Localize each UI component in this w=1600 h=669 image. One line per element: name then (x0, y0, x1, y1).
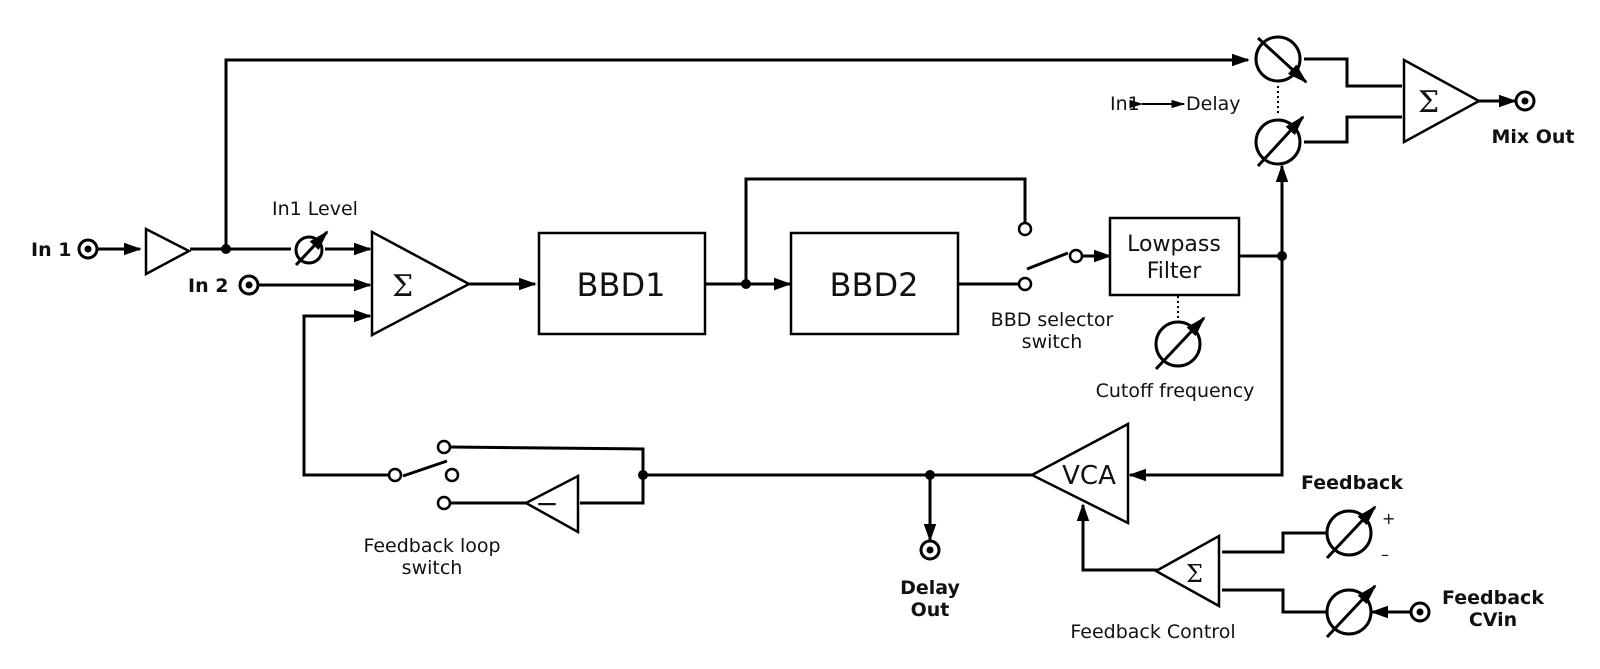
wire-node-inverter (580, 475, 645, 505)
input-buffer (144, 226, 192, 277)
label-cutoff: Cutoff frequency (1096, 380, 1255, 402)
label-delay-out-2: Out (911, 599, 950, 621)
junction-bbd1 (741, 279, 751, 289)
label-bbd1: BBD1 (577, 266, 666, 304)
junctions (221, 244, 1287, 480)
feedback-switch-contact-mid (444, 467, 460, 483)
wire-bypass-top (224, 53, 1250, 249)
switch-contacts (387, 221, 1084, 511)
label-feedback-loop-1: Feedback loop (363, 535, 500, 557)
cutoff-pot (1154, 316, 1206, 371)
label-vca: VCA (1062, 461, 1116, 491)
bbd-selector-common (1068, 248, 1084, 264)
junction-lowpass (1277, 251, 1287, 261)
label-feedback-loop-2: switch (402, 557, 463, 579)
junction-feedback (638, 470, 648, 480)
label-crossfade-in1: In1 (1110, 93, 1140, 115)
label-in1: In 1 (31, 239, 71, 261)
feedback-switch-contact-bottom (436, 495, 452, 511)
label-mix-out: Mix Out (1491, 126, 1574, 148)
jack-feedback-cvin (1409, 601, 1431, 623)
wire-bbd1-tap (744, 177, 1027, 284)
inverter-amp (523, 473, 580, 535)
jack-delay-out (919, 539, 941, 561)
jack-mix-out (1514, 90, 1536, 112)
label-feedback-control: Feedback Control (1070, 621, 1235, 643)
label-minus: – (1381, 545, 1389, 564)
inverter-symbol: − (535, 487, 558, 520)
feedback-switch-common (387, 467, 403, 483)
label-feedback-cvin-2: CVin (1469, 609, 1517, 631)
crossfade-pot-delay (1254, 115, 1305, 168)
lowpass-block (1108, 216, 1241, 297)
label-bbd2: BBD2 (830, 266, 919, 304)
mixer-sigma: Σ (392, 269, 413, 304)
bbd-selector-contact-bbd2 (1017, 276, 1033, 292)
blocks (537, 216, 1241, 336)
wire-xfade-top-mix (1304, 57, 1402, 88)
bbd-selector-contact-top (1017, 221, 1033, 237)
labels: In 1 In 2 In1 Level Σ BBD1 BBD2 Lowpass … (31, 85, 1575, 643)
label-feedback-cvin-1: Feedback (1442, 587, 1544, 609)
vca-amp (1029, 421, 1130, 526)
bbd-selector-blade (1026, 251, 1069, 271)
label-feedback: Feedback (1301, 472, 1403, 494)
wires (96, 53, 1517, 619)
feedback-pot (1325, 505, 1377, 560)
wire-cvpot-sum (1222, 588, 1326, 614)
label-bbd-selector-1: BBD selector (991, 309, 1114, 331)
wire-node-switch-top (449, 445, 645, 475)
label-lowpass-1: Lowpass (1127, 232, 1221, 257)
junction-delay-out (925, 470, 935, 480)
in1-level-pot (294, 230, 329, 267)
label-bbd-selector-2: switch (1022, 331, 1083, 353)
input-mixer (370, 229, 472, 338)
junction-in1 (221, 244, 231, 254)
wire-xfade-bot-mix (1304, 115, 1402, 144)
label-in1-level: In1 Level (272, 198, 358, 220)
label-lowpass-2: Filter (1147, 259, 1202, 284)
amplifiers (144, 57, 1482, 609)
output-sigma: Σ (1418, 85, 1439, 120)
crossfade-pot-in1 (1254, 35, 1308, 84)
feedback-summer (1153, 533, 1221, 609)
wire-feedback-mixer (302, 309, 389, 477)
label-plus: + (1382, 509, 1395, 528)
jack-in2 (238, 274, 260, 296)
label-crossfade-delay: Delay (1186, 93, 1241, 115)
bbd2-block (789, 231, 960, 336)
bbd1-block (537, 231, 707, 336)
feedback-switch-contact-top (436, 439, 452, 455)
label-in2: In 2 (188, 275, 228, 297)
feedback-switch-blade (402, 459, 448, 478)
wire-fbsum-vca (1076, 503, 1158, 572)
label-delay-out-1: Delay (900, 577, 960, 599)
jacks (77, 90, 1536, 623)
output-mixer (1402, 57, 1482, 145)
potentiometers (294, 35, 1377, 639)
wire-node-vca (1128, 256, 1284, 482)
feedback-sigma: Σ (1186, 560, 1203, 588)
wire-fbpot-sum (1222, 531, 1326, 554)
jack-in1 (77, 238, 99, 260)
feedback-cv-pot (1325, 584, 1377, 639)
